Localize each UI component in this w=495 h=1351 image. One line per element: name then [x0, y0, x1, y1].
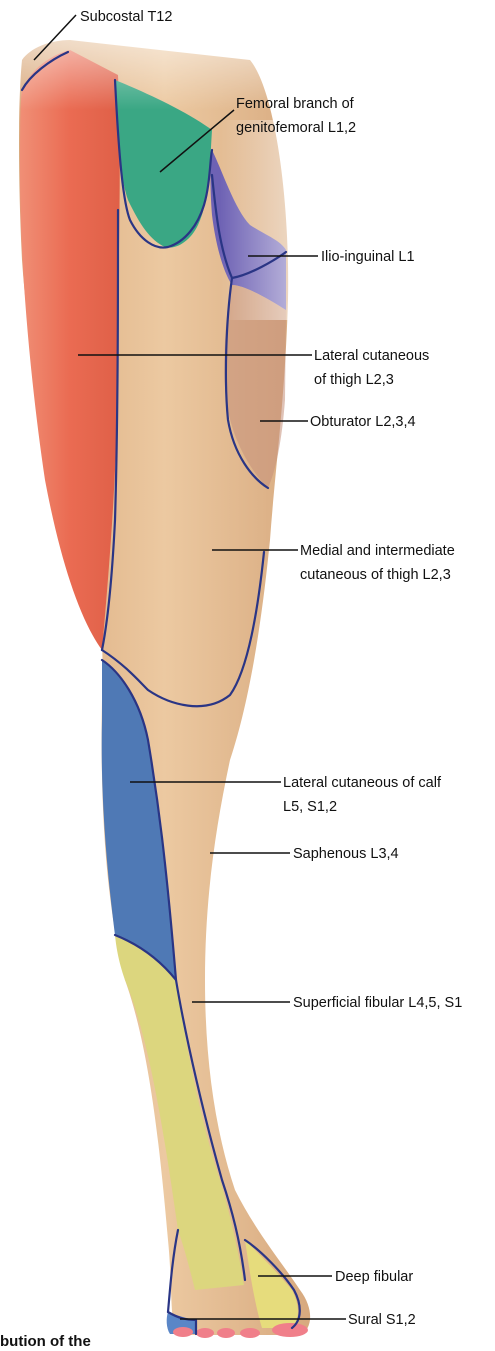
- label-superficial-fibular: Superficial fibular L4,5, S1: [293, 995, 462, 1011]
- label-lateral-cutaneous-calf-line1: Lateral cutaneous of calf: [283, 775, 442, 791]
- figure-caption-fragment: bution of the: [0, 1333, 91, 1350]
- label-medial-intermediate-line2: cutaneous of thigh L2,3: [300, 567, 451, 583]
- label-lateral-cutaneous-thigh-line2: of thigh L2,3: [314, 372, 394, 388]
- label-subcostal: Subcostal T12: [80, 9, 172, 25]
- label-ilio-inguinal: Ilio-inguinal L1: [321, 249, 415, 265]
- label-femoral-branch-line1: Femoral branch of: [236, 96, 355, 112]
- label-deep-fibular: Deep fibular: [335, 1269, 413, 1285]
- label-lateral-cutaneous-calf-line2: L5, S1,2: [283, 799, 337, 815]
- label-lateral-cutaneous-thigh-line1: Lateral cutaneous: [314, 348, 429, 364]
- label-femoral-branch-line2: genitofemoral L1,2: [236, 120, 356, 136]
- label-saphenous: Saphenous L3,4: [293, 846, 399, 862]
- label-medial-intermediate-line1: Medial and intermediate: [300, 543, 455, 559]
- label-obturator: Obturator L2,3,4: [310, 414, 416, 430]
- label-sural: Sural S1,2: [348, 1312, 416, 1328]
- lateral-cutaneous-thigh-region: [20, 50, 120, 650]
